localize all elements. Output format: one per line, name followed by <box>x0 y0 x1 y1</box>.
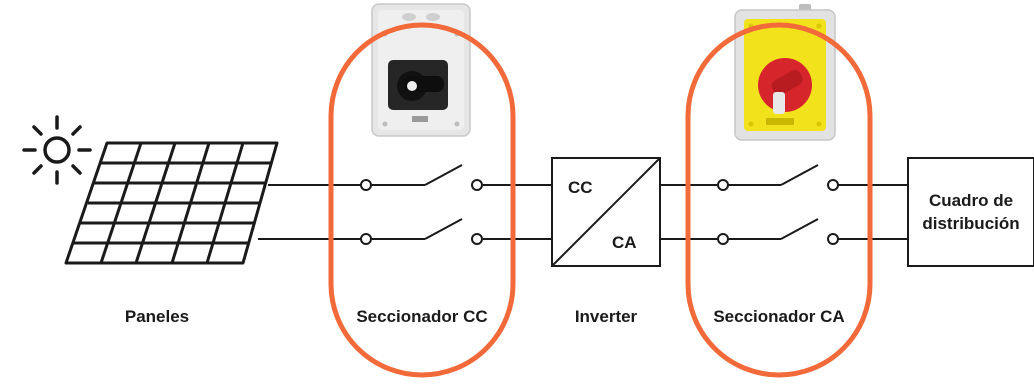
ac-switch-symbol <box>717 164 839 245</box>
dc-disconnector-highlight <box>328 22 516 378</box>
inverter-input-label: CC <box>568 178 593 197</box>
ac-disconnector-label: Seccionador CA <box>713 307 844 326</box>
panel-board-box: Cuadro de distribución <box>907 157 1034 267</box>
ac-switch-photo <box>734 4 836 141</box>
solar-panel-icon <box>64 141 279 265</box>
ac-disconnector-highlight <box>685 22 873 378</box>
inverter-output-label: CA <box>612 233 637 252</box>
panel-board-label-line1: Cuadro de <box>929 191 1013 210</box>
inverter-label: Inverter <box>575 307 638 326</box>
dc-disconnector-label: Seccionador CC <box>356 307 487 326</box>
sun-icon <box>22 115 92 185</box>
dc-switch-symbol <box>360 164 483 245</box>
panel-board-label-line2: distribución <box>922 214 1019 233</box>
dc-switch-photo <box>371 3 471 137</box>
panels-label: Paneles <box>125 307 189 326</box>
inverter-box: CC CA <box>551 157 661 267</box>
